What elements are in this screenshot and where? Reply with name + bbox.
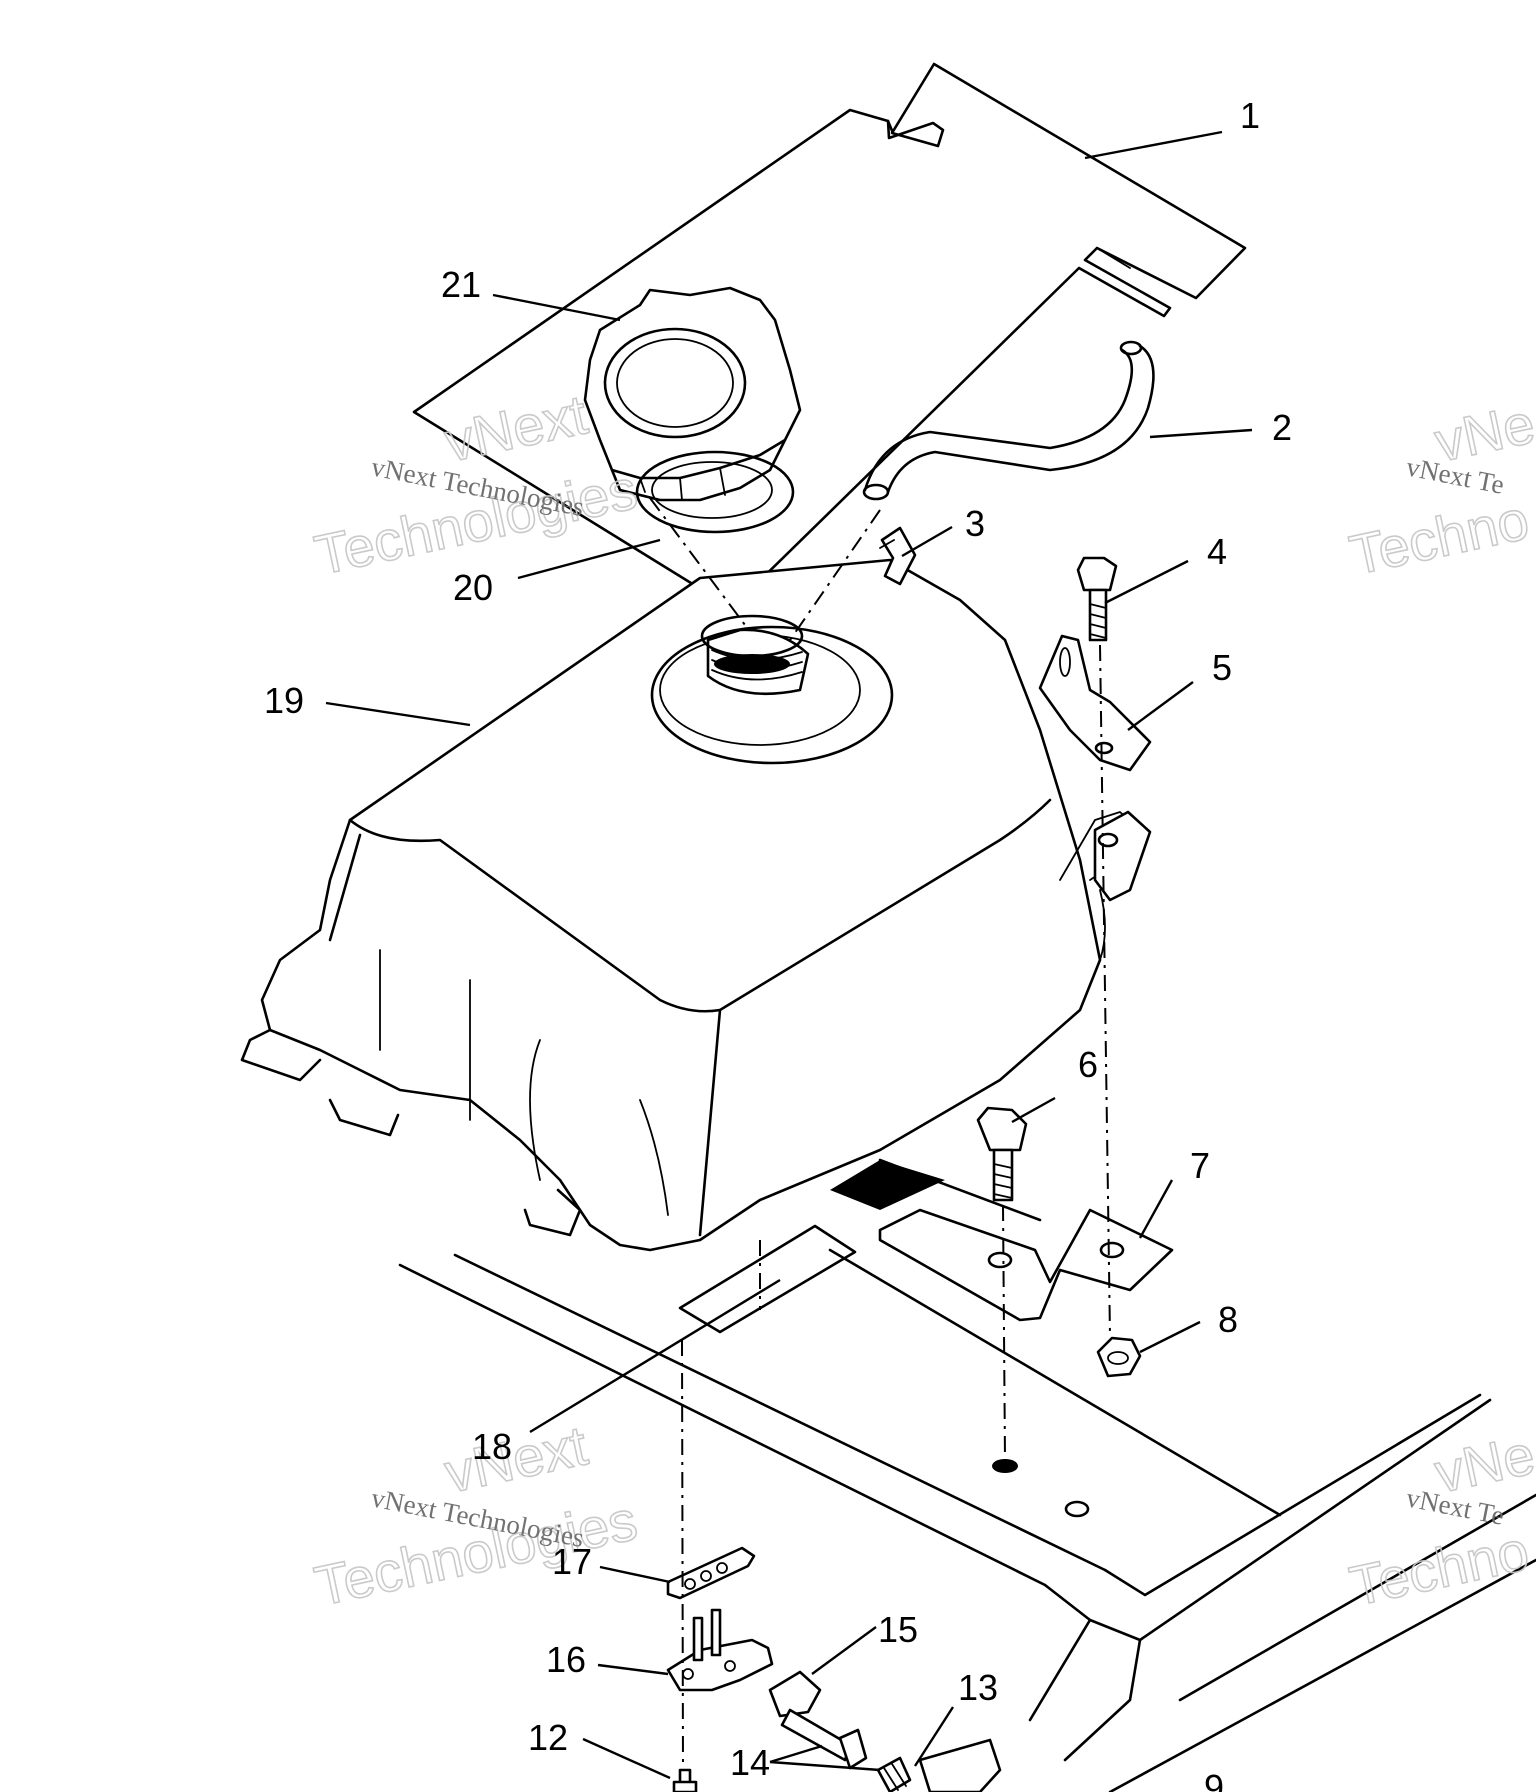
watermark-bottom-right: vNe Techno vNext Te: [1344, 1422, 1536, 1619]
part-8-nut: [1096, 1336, 1142, 1378]
part-2-vent-hose: [862, 340, 1155, 501]
part-7-bracket: [878, 1208, 1174, 1322]
callout-4: 4: [1207, 531, 1227, 572]
part-20-gasket: [635, 450, 795, 534]
callout-15: 15: [878, 1609, 918, 1650]
part-12-screw: [672, 1768, 698, 1792]
alignment-lines: [649, 497, 1111, 1771]
tank-mount-tab: [1093, 810, 1152, 902]
callout-18: 18: [472, 1426, 512, 1467]
callout-2: 2: [1272, 407, 1292, 448]
callout-17: 17: [552, 1541, 592, 1582]
part-18-pad: [678, 1224, 857, 1334]
leader-lines: [325, 130, 1253, 1780]
callouts: 1 2 3 4 5 6 7 8 9 12 13 14 15 16 17 18 1…: [264, 95, 1292, 1792]
callout-1: 1: [1240, 95, 1260, 136]
part-19-fuel-tank: [240, 558, 1141, 1252]
svg-text:vNext: vNext: [439, 1413, 593, 1504]
callout-5: 5: [1212, 647, 1232, 688]
callout-21: 21: [441, 264, 481, 305]
part-13-clamp: [876, 1738, 1002, 1792]
part-5-bracket: [1038, 634, 1152, 772]
svg-text:Techno: Techno: [1344, 488, 1534, 587]
callout-19: 19: [264, 680, 304, 721]
part-4-bolt: [1076, 556, 1118, 642]
svg-text:Techno: Techno: [1344, 1519, 1534, 1618]
callout-7: 7: [1190, 1145, 1210, 1186]
part-21-fuel-cap: [583, 286, 802, 502]
callout-8: 8: [1218, 1299, 1238, 1340]
part-6-bolt: [976, 1106, 1028, 1202]
callout-6: 6: [1078, 1044, 1098, 1085]
callout-14: 14: [730, 1742, 770, 1783]
callout-13: 13: [958, 1667, 998, 1708]
part-3-vent-fitting: [879, 526, 917, 586]
part-15-fitting: [768, 1670, 868, 1770]
callout-20: 20: [453, 567, 493, 608]
callout-9: 9: [1204, 1767, 1224, 1792]
callout-3: 3: [965, 503, 985, 544]
part-16-fuel-valve: [666, 1608, 774, 1692]
callout-12: 12: [528, 1717, 568, 1758]
part-9-frame: [398, 1248, 1536, 1792]
callout-16: 16: [546, 1639, 586, 1680]
watermark-top-right: vNe Techno vNext Te: [1344, 391, 1536, 588]
part-17-plate: [666, 1546, 756, 1600]
